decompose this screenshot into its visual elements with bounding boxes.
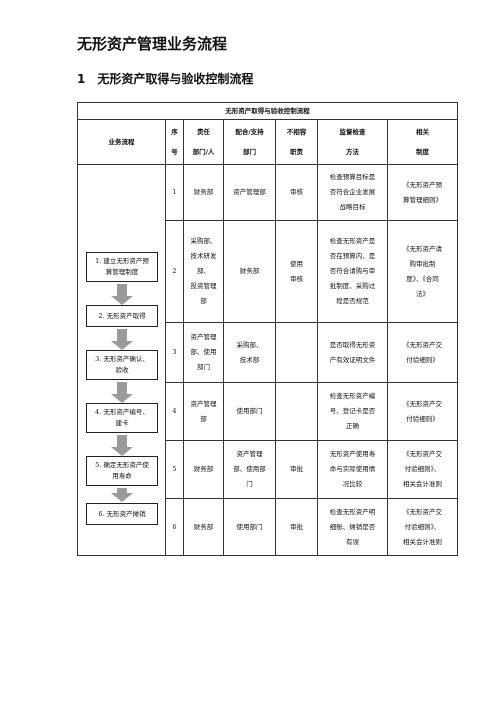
- supervision-cell: 检查预算目标是否符合企业发展战略目标: [317, 164, 388, 221]
- seq-cell: 4: [165, 382, 184, 441]
- table-row: 3 资产管理部、使用部门 采购部、技术部 是否取得无形资产有效证明文件 《无形资…: [78, 322, 459, 383]
- seq-cell: 5: [165, 440, 184, 499]
- responsible-cell: 采购部、技术研发部、投资管理部: [183, 220, 224, 323]
- policy-cell: 《无形资产交付验细则》、相关会计准则: [386, 498, 459, 556]
- header-seq: 序号: [165, 119, 184, 165]
- flow-step-1: 1. 建立无形资产预算管理制度: [86, 252, 158, 282]
- policy-cell: 《无形资产交付验细则》: [386, 382, 459, 441]
- header-support: 配合/支持部门: [223, 119, 276, 165]
- incompatible-cell: 审核: [275, 164, 318, 221]
- flow-arrow-head: [111, 394, 133, 403]
- table-row: 4 资产管理部 使用部门 检查无形资产编号、登记卡是否正确 《无形资产交付验细则…: [78, 382, 459, 441]
- flow-arrow: [117, 284, 127, 296]
- responsible-cell: 财务部: [183, 164, 224, 221]
- flow-step-3: 3. 无形资产确认、验收: [86, 350, 158, 380]
- seq-cell: 3: [165, 322, 184, 383]
- policy-cell: 《无形资产预算管理细则》: [386, 164, 459, 221]
- support-cell: 使用部门: [223, 498, 276, 556]
- policy-cell: 《无形资产请购审批制度》、《合同法》: [386, 220, 459, 323]
- flowchart: 1. 建立无形资产预算管理制度 2. 无形资产取得 3. 无形资产确认、验收 4…: [78, 168, 166, 552]
- flow-arrow: [117, 488, 127, 494]
- table-caption: 无形资产取得与验收控制流程: [76, 102, 459, 120]
- flow-arrow-head: [111, 493, 133, 502]
- flow-step-4: 4. 无形资产编号、建卡: [86, 403, 158, 433]
- seq-cell: 1: [165, 164, 184, 221]
- flow-step-6: 6. 无形资产摊销: [86, 503, 158, 525]
- header-supervision: 监督检查方法: [317, 119, 388, 165]
- header-policy: 相关制度: [386, 119, 459, 165]
- support-cell: 资产管理部、使用部门: [223, 440, 276, 499]
- supervision-cell: 是否取得无形资产有效证明文件: [317, 322, 388, 383]
- incompatible-cell: [275, 382, 318, 441]
- table-row: 6 财务部 使用部门 审批 检查无形资产明细账、摊销是否有误 《无形资产交付验细…: [78, 498, 459, 556]
- supervision-cell: 检查无形资产是否在预算内、是否符合请购与审批制度、采购过程是否规范: [317, 220, 388, 323]
- responsible-cell: 资产管理部: [183, 382, 224, 441]
- flow-arrow-head: [111, 447, 133, 456]
- table-row: 5 财务部 资产管理部、使用部门 审批 无形资产使用寿命与实际使用情况比较 《无…: [78, 440, 459, 499]
- flow-arrow: [117, 329, 127, 341]
- section-number: 1: [77, 72, 86, 86]
- table-header-row: 业务流程 序号 责任部门/人 配合/支持部门 不相容职责 监督检查方法 相关制度: [77, 119, 459, 165]
- flow-arrow: [117, 382, 127, 394]
- seq-cell: 6: [165, 498, 184, 556]
- header-process: 业务流程: [77, 119, 166, 165]
- flow-step-5: 5. 确定无形资产使用寿命: [86, 456, 158, 486]
- table-row: 2 采购部、技术研发部、投资管理部 财务部 使用审核 检查无形资产是否在预算内、…: [78, 220, 459, 323]
- flow-arrow-head: [111, 296, 133, 305]
- incompatible-cell: [275, 322, 318, 383]
- seq-cell: 2: [165, 220, 184, 323]
- responsible-cell: 财务部: [183, 498, 224, 556]
- policy-cell: 《无形资产交付验细则》: [386, 322, 459, 383]
- policy-cell: 《无形资产交付验细则》、相关会计准则: [386, 440, 459, 499]
- responsible-cell: 资产管理部、使用部门: [183, 322, 224, 383]
- process-control-table: 无形资产取得与验收控制流程 业务流程 序号 责任部门/人 配合/支持部门 不相容…: [76, 102, 459, 556]
- incompatible-cell: 审批: [275, 440, 318, 499]
- supervision-cell: 检查无形资产明细账、摊销是否有误: [317, 498, 388, 556]
- support-cell: 采购部、技术部: [223, 322, 276, 383]
- incompatible-cell: 使用审核: [275, 220, 318, 323]
- supervision-cell: 无形资产使用寿命与实际使用情况比较: [317, 440, 388, 499]
- header-responsible: 责任部门/人: [183, 119, 224, 165]
- incompatible-cell: 审批: [275, 498, 318, 556]
- support-cell: 财务部: [223, 220, 276, 323]
- flowchart-cell: 1. 建立无形资产预算管理制度 2. 无形资产取得 3. 无形资产确认、验收 4…: [77, 164, 166, 556]
- header-incompatible: 不相容职责: [275, 119, 318, 165]
- responsible-cell: 财务部: [183, 440, 224, 499]
- support-cell: 使用部门: [223, 382, 276, 441]
- flow-arrow: [117, 435, 127, 447]
- support-cell: 资产管理部: [223, 164, 276, 221]
- document-title: 无形资产管理业务流程: [77, 35, 228, 53]
- flow-arrow-head: [111, 341, 133, 350]
- section-heading: 1 无形资产取得与验收控制流程: [77, 70, 253, 87]
- table-row: 1. 建立无形资产预算管理制度 2. 无形资产取得 3. 无形资产确认、验收 4…: [77, 164, 459, 556]
- supervision-cell: 检查无形资产编号、登记卡是否正确: [317, 382, 388, 441]
- section-title: 无形资产取得与验收控制流程: [97, 72, 254, 86]
- flow-step-2: 2. 无形资产取得: [86, 305, 158, 327]
